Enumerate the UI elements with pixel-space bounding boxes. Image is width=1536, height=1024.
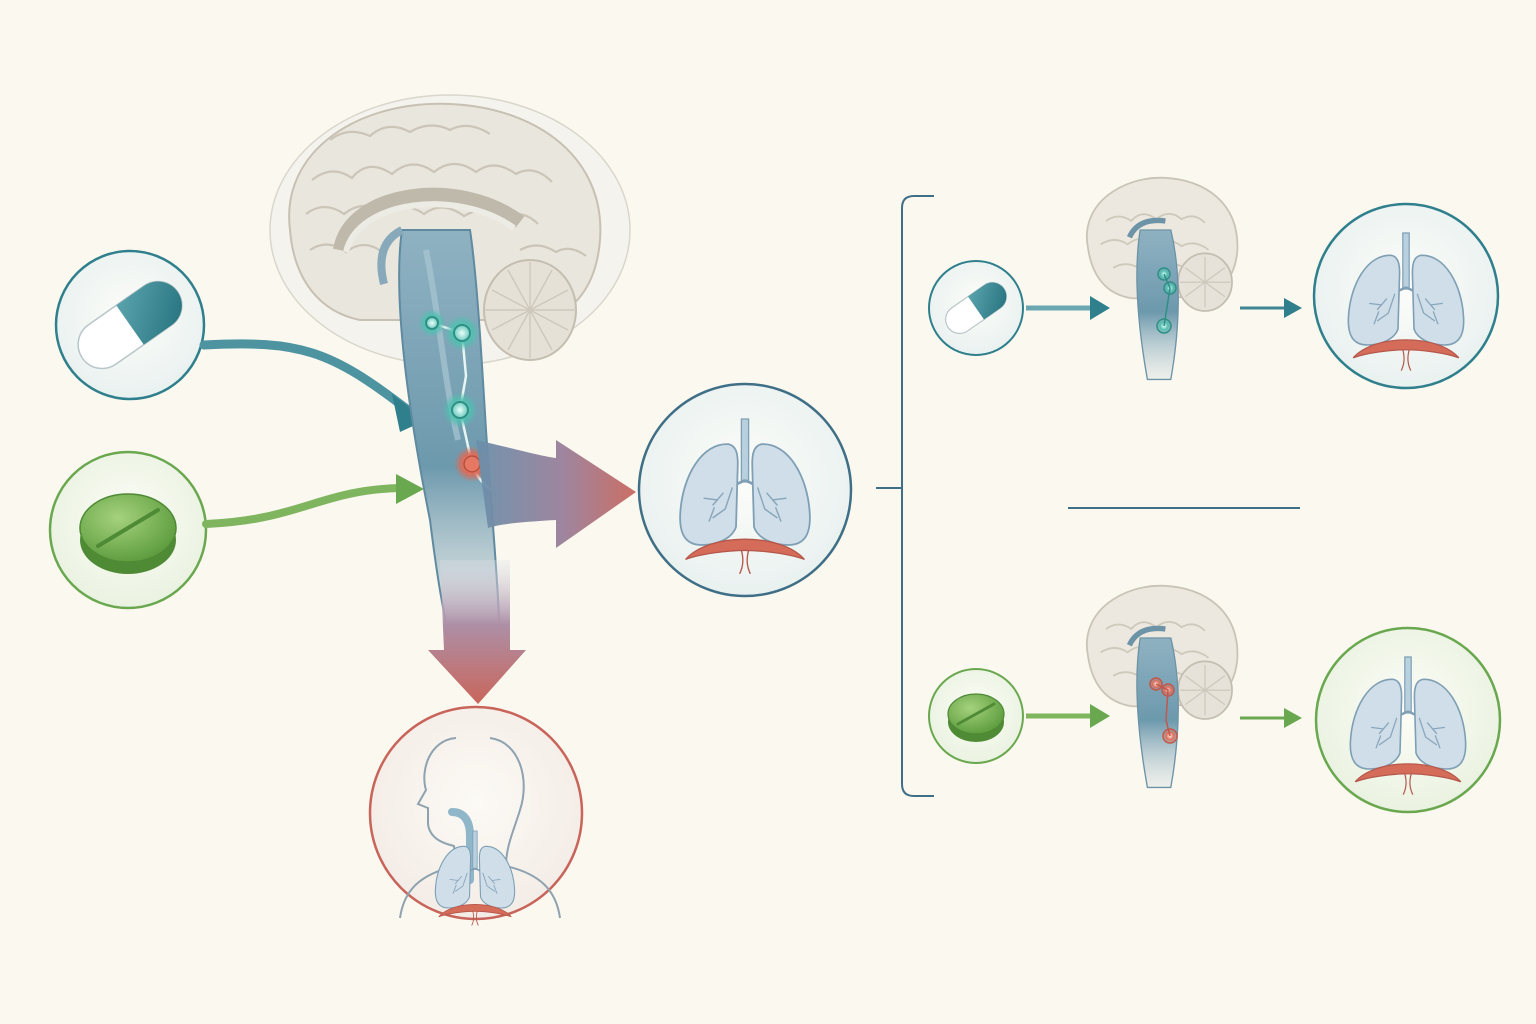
capsule-icon: [77, 280, 183, 370]
airway-output-arrow: [428, 560, 526, 704]
main-panel: [48, 94, 853, 927]
brainstem-mini-icon-bottom: [1087, 586, 1238, 788]
neural-node-middle: [444, 315, 480, 351]
tablet-input-node[interactable]: [48, 450, 208, 610]
airway-target-node[interactable]: [368, 705, 584, 927]
neural-node-lower: [442, 392, 478, 428]
lungs-output-arrow: [476, 440, 636, 548]
capsule-row-lungs-node[interactable]: [1312, 202, 1500, 390]
tablet-pathway-arrow: [202, 484, 404, 528]
tablet-icon: [79, 493, 177, 574]
tablet-pathway-row: [928, 586, 1502, 814]
comparison-panel: [876, 178, 1502, 814]
comparison-bracket: [876, 195, 934, 797]
capsule-row-input[interactable]: [928, 260, 1024, 356]
lungs-target-node[interactable]: [637, 382, 853, 598]
neural-node-upper: [418, 309, 446, 337]
tablet-row-input[interactable]: [928, 668, 1024, 764]
capsule-pathway-arrow: [199, 339, 413, 415]
tablet-row-lungs-node[interactable]: [1314, 626, 1502, 814]
capsule-input-node[interactable]: [54, 249, 206, 401]
tablet-icon-small: [947, 693, 1005, 742]
capsule-icon-small: [945, 281, 1007, 335]
brainstem-mini-icon-top: [1087, 178, 1238, 380]
brain-brainstem-icon: [269, 94, 631, 661]
capsule-pathway-row: [928, 178, 1500, 390]
upper-airway-human-icon: [399, 737, 561, 927]
tablet-arrowhead: [396, 474, 424, 504]
